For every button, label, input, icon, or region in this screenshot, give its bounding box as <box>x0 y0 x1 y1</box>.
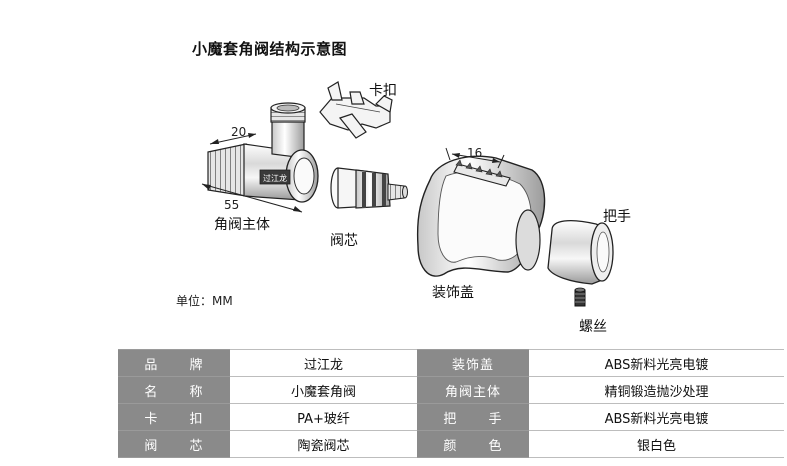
dimension-16-label: 16 <box>467 146 483 160</box>
main-body-part: 过江龙 <box>207 102 319 203</box>
handle-part <box>547 219 614 285</box>
spec-value: 银白色 <box>529 430 784 458</box>
table-row: 名 称 小魔套角阀 角阀主体 精铜锻造抛沙处理 <box>118 376 784 404</box>
spec-key: 品 牌 <box>118 349 230 377</box>
table-row: 阀 芯 陶瓷阀芯 颜 色 银白色 <box>118 430 784 458</box>
spec-key: 阀 芯 <box>118 430 230 458</box>
spec-value: PA+玻纤 <box>230 403 417 431</box>
label-screw: 螺丝 <box>579 319 607 335</box>
spec-value: 小魔套角阀 <box>230 376 417 404</box>
unit-note: 单位：MM <box>176 294 233 308</box>
clip-part <box>319 81 393 139</box>
screw-part <box>574 287 586 307</box>
dimension-55-line <box>201 183 303 213</box>
exploded-diagram: 过江龙 <box>201 81 614 307</box>
dimension-55-label: 55 <box>224 198 240 212</box>
valve-core-part <box>330 167 408 209</box>
diagram-title: 小魔套角阀结构示意图 <box>192 40 348 58</box>
spec-key: 名 称 <box>118 376 230 404</box>
label-handle: 把手 <box>603 209 631 225</box>
spec-key: 角阀主体 <box>417 376 529 404</box>
spec-value: 陶瓷阀芯 <box>230 430 417 458</box>
spec-table: 品 牌 过江龙 装饰盖 ABS新料光亮电镀 名 称 小魔套角阀 角阀主体 精铜锻… <box>118 349 784 458</box>
spec-value: 精铜锻造抛沙处理 <box>529 376 784 404</box>
cover-part <box>416 155 546 277</box>
spec-key: 把 手 <box>417 403 529 431</box>
dimension-20-label: 20 <box>231 125 247 139</box>
spec-value: 过江龙 <box>230 349 417 377</box>
dimension-20-line <box>209 133 257 145</box>
spec-key: 颜 色 <box>417 430 529 458</box>
label-cover: 装饰盖 <box>432 285 474 301</box>
label-valve-core: 阀芯 <box>330 233 358 249</box>
spec-value: ABS新料光亮电镀 <box>529 403 784 431</box>
brand-badge: 过江龙 <box>263 173 287 183</box>
spec-key: 装饰盖 <box>417 349 529 377</box>
dimension-16-line <box>445 147 505 169</box>
spec-value: ABS新料光亮电镀 <box>529 349 784 377</box>
label-clip: 卡扣 <box>369 83 397 99</box>
table-row: 卡 扣 PA+玻纤 把 手 ABS新料光亮电镀 <box>118 403 784 431</box>
label-main-body: 角阀主体 <box>214 217 270 233</box>
spec-key: 卡 扣 <box>118 403 230 431</box>
table-row: 品 牌 过江龙 装饰盖 ABS新料光亮电镀 <box>118 349 784 377</box>
